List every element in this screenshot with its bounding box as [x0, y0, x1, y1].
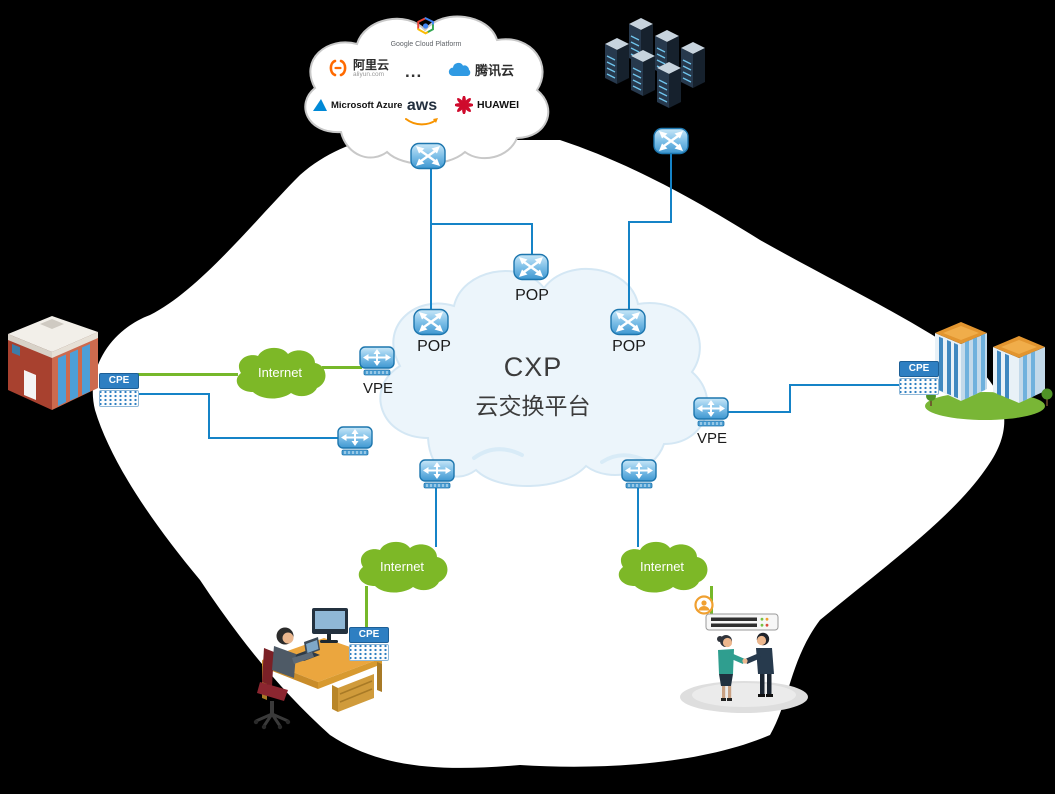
- link-line: [637, 487, 639, 547]
- link-line: [531, 223, 533, 258]
- edge-switch-icon: [419, 459, 455, 489]
- cpe-tag: CPE: [349, 627, 389, 643]
- pop-label: POP: [612, 338, 646, 355]
- internet-cloud-shape: [358, 541, 448, 593]
- internet-label: Internet: [379, 559, 425, 574]
- internet-link-line: [322, 366, 362, 369]
- vpe-switch-icon: [337, 426, 373, 456]
- alibaba-cloud-icon: [329, 59, 347, 77]
- cxp-title-block: CXP 云交换平台: [433, 352, 633, 421]
- link-line: [208, 437, 340, 439]
- link-line: [628, 221, 672, 223]
- google-cloud-label: Google Cloud Platform: [390, 41, 462, 48]
- vpe-label: VPE: [696, 430, 727, 447]
- alibaba-cloud-label: 阿里云: [353, 57, 390, 72]
- tencent-cloud-label: 腾讯云: [475, 63, 515, 78]
- internet-cloud: Internet: [612, 540, 712, 596]
- link-line: [789, 384, 791, 413]
- router-icon: [410, 142, 446, 170]
- remote-worker-icon: [253, 608, 382, 730]
- aws-logo: aws: [405, 98, 439, 131]
- cxp-subtitle: 云交换平台: [475, 393, 591, 419]
- huawei-logo: HUAWEI: [455, 96, 519, 114]
- vpe-switch-icon: [359, 346, 395, 376]
- internet-link-line: [138, 373, 238, 376]
- router-icon: [653, 127, 689, 155]
- cpe-device-icon: [349, 644, 389, 661]
- cpe-unit: CPE: [899, 361, 939, 395]
- router-icon: [610, 308, 646, 336]
- pop-label: POP: [515, 287, 549, 304]
- azure-logo: Microsoft Azure: [313, 99, 402, 111]
- datacenter-racks-icon: [605, 18, 705, 108]
- link-line: [435, 487, 437, 547]
- cpe-unit: CPE: [99, 373, 139, 407]
- link-line: [139, 393, 210, 395]
- link-line: [628, 221, 630, 312]
- internet-cloud: Internet: [230, 346, 330, 402]
- internet-cloud-shape: [236, 347, 326, 399]
- hq-buildings-icon: [925, 322, 1053, 420]
- ellipsis-label: ...: [405, 62, 423, 81]
- internet-cloud-shape: [618, 541, 708, 593]
- link-line: [789, 384, 902, 386]
- cpe-device-icon: [899, 378, 939, 395]
- router-icon: [413, 308, 449, 336]
- cpe-unit: CPE: [349, 627, 389, 661]
- vpe-switch-icon: [693, 397, 729, 427]
- azure-label: Microsoft Azure: [331, 99, 403, 111]
- link-line: [208, 393, 210, 439]
- tencent-cloud-logo: 腾讯云: [447, 60, 514, 79]
- router-icon: [513, 253, 549, 281]
- huawei-icon: [455, 96, 473, 114]
- internet-label: Internet: [257, 365, 303, 380]
- tencent-cloud-icon: [448, 62, 471, 76]
- cxp-title: CXP: [503, 352, 563, 382]
- internet-link-line: [365, 586, 368, 634]
- cpe-device-icon: [99, 390, 139, 407]
- google-cloud-logo: Google Cloud Platform: [390, 17, 462, 48]
- internet-label: Internet: [639, 559, 685, 574]
- cpe-tag: CPE: [99, 373, 139, 389]
- alibaba-cloud-logo: 阿里云 aliyun.com: [327, 58, 389, 78]
- pop-label: POP: [417, 338, 451, 355]
- edge-switch-icon: [621, 459, 657, 489]
- link-line: [727, 411, 791, 413]
- azure-icon: [313, 99, 327, 111]
- link-line: [430, 167, 432, 312]
- branch-building-icon: [8, 316, 98, 410]
- internet-cloud: Internet: [352, 540, 452, 596]
- link-line: [430, 223, 533, 225]
- partners-handshake-icon: [680, 595, 808, 713]
- alibaba-cloud-sublabel: aliyun.com: [353, 70, 385, 78]
- aws-label: aws: [406, 97, 438, 114]
- aws-smile-icon: [405, 118, 438, 126]
- huawei-label: HUAWEI: [477, 99, 519, 111]
- vpe-label: VPE: [362, 380, 393, 397]
- cpe-tag: CPE: [899, 361, 939, 377]
- link-line: [670, 152, 672, 223]
- google-cloud-icon: [416, 17, 436, 35]
